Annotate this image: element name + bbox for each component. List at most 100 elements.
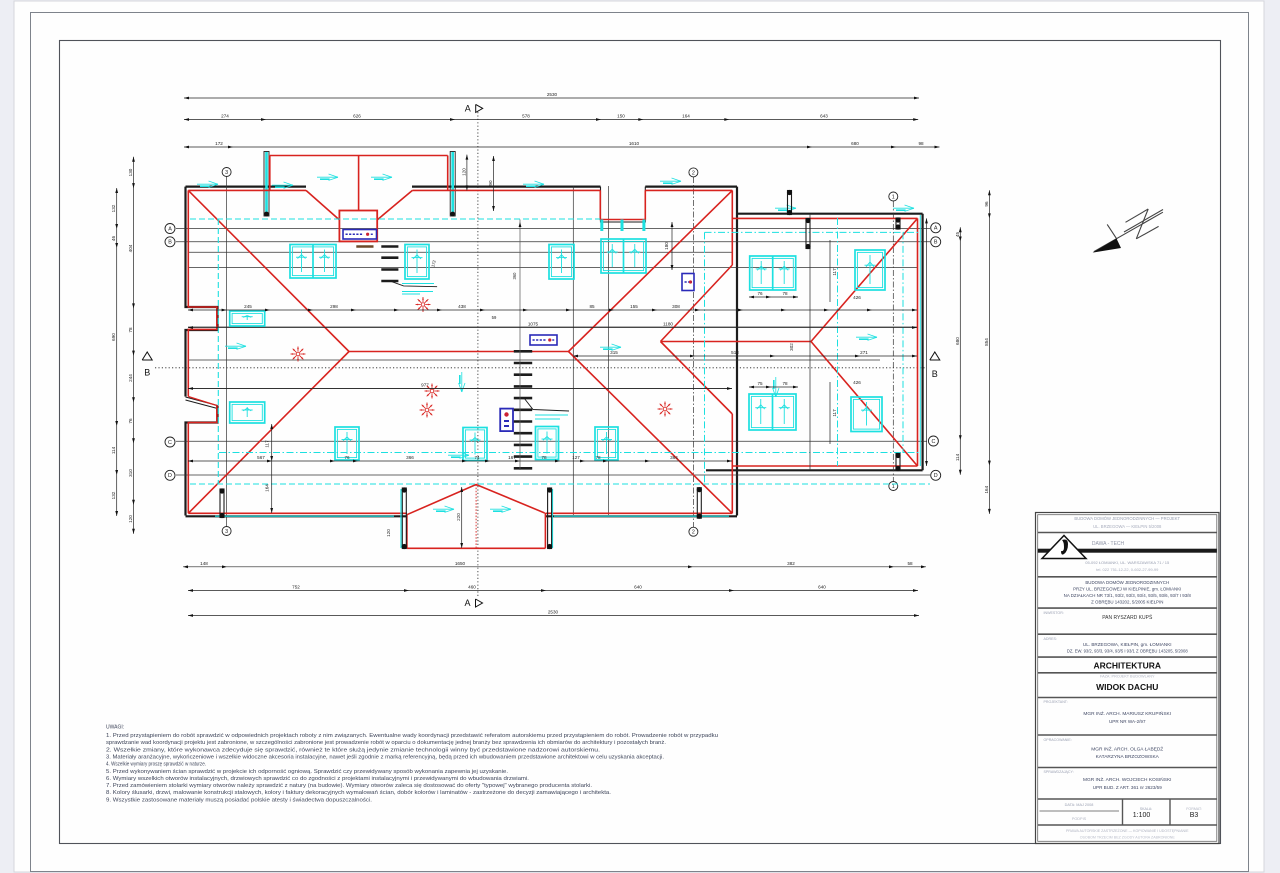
- svg-text:180: 180: [664, 242, 669, 250]
- svg-text:SPRAWDZAJĄCY:: SPRAWDZAJĄCY:: [1044, 770, 1074, 774]
- svg-text:120: 120: [461, 168, 466, 176]
- svg-text:BUDOWA DOMÓW JEDNORODZINNYCH: BUDOWA DOMÓW JEDNORODZINNYCH: [1085, 580, 1169, 585]
- svg-text:B: B: [144, 368, 150, 378]
- svg-text:76: 76: [757, 291, 763, 296]
- svg-text:FORMAT:: FORMAT:: [1186, 807, 1202, 811]
- svg-text:OPRACOWANIE:: OPRACOWANIE:: [1044, 738, 1072, 742]
- svg-text:PROJEKTANT:: PROJEKTANT:: [1044, 700, 1068, 704]
- svg-text:NA DZIAŁKACH NR 73/1, 93/2, 93: NA DZIAŁKACH NR 73/1, 93/2, 93/3, 93/4, …: [1064, 593, 1192, 598]
- svg-text:C: C: [168, 440, 172, 446]
- svg-text:298: 298: [330, 304, 338, 309]
- svg-text:76: 76: [128, 418, 133, 424]
- svg-text:8. Kolory ślusarki, drzwi, mal: 8. Kolory ślusarki, drzwi, malowanie kon…: [106, 790, 611, 796]
- svg-text:2530: 2530: [548, 610, 559, 615]
- svg-text:302: 302: [789, 343, 794, 351]
- svg-text:FAZA: PROJEKT BUDOWLANY: FAZA: PROJEKT BUDOWLANY: [1100, 675, 1155, 679]
- svg-text:78: 78: [128, 327, 133, 333]
- svg-text:PRZY UL. BRZEGOWEJ W KIEŁPINIE: PRZY UL. BRZEGOWEJ W KIEŁPINIE, gm. ŁOMI…: [1073, 587, 1181, 592]
- svg-text:117: 117: [265, 440, 270, 448]
- svg-text:1: 1: [892, 484, 895, 490]
- svg-text:245: 245: [244, 304, 252, 309]
- svg-text:117: 117: [832, 268, 837, 276]
- svg-text:1:100: 1:100: [1133, 812, 1151, 819]
- svg-text:45: 45: [955, 232, 960, 238]
- svg-text:127: 127: [572, 455, 580, 460]
- svg-text:155: 155: [630, 304, 638, 309]
- svg-text:85: 85: [589, 304, 595, 309]
- svg-text:ADRES:: ADRES:: [1044, 637, 1057, 641]
- svg-text:78: 78: [782, 291, 788, 296]
- svg-text:90: 90: [488, 180, 493, 186]
- svg-text:78: 78: [595, 455, 601, 460]
- svg-text:172: 172: [430, 259, 437, 268]
- svg-text:366: 366: [406, 455, 414, 460]
- svg-text:UPR NR WA-2/97: UPR NR WA-2/97: [1109, 719, 1146, 724]
- svg-text:5. Przed wykonywaniem ścian sp: 5. Przed wykonywaniem ścian sprawdzić w …: [106, 769, 508, 775]
- svg-text:382: 382: [787, 561, 795, 566]
- svg-text:2. Wszelkie zmiany, które wyko: 2. Wszelkie zmiany, które wykonawca zdec…: [106, 747, 600, 753]
- svg-text:167: 167: [508, 455, 516, 460]
- svg-text:PRAWA AUTORSKIE ZASTRZEŻONE —: PRAWA AUTORSKIE ZASTRZEŻONE — KOPIOWANIE…: [1066, 828, 1189, 833]
- svg-text:114: 114: [111, 446, 116, 454]
- svg-text:78: 78: [782, 381, 788, 386]
- svg-text:78: 78: [541, 455, 547, 460]
- svg-text:DZ. EW. 93/2, 93/3, 93/4, 93/5: DZ. EW. 93/2, 93/3, 93/4, 93/5 I 93/1 Z …: [1067, 649, 1188, 654]
- svg-text:C: C: [931, 439, 935, 445]
- svg-text:A: A: [168, 226, 172, 232]
- svg-text:98: 98: [918, 141, 924, 146]
- svg-text:KATARZYNA BRZOZOWSKA: KATARZYNA BRZOZOWSKA: [1096, 754, 1160, 760]
- svg-text:58: 58: [907, 561, 913, 566]
- svg-text:B3: B3: [1190, 812, 1199, 819]
- svg-text:132: 132: [111, 491, 116, 499]
- svg-text:SKALA:: SKALA:: [1140, 807, 1153, 811]
- svg-text:148: 148: [200, 561, 208, 566]
- svg-text:74: 74: [474, 455, 480, 460]
- svg-text:9. Wszystkie zastosowane mater: 9. Wszystkie zastosowane materiały muszą…: [106, 797, 372, 803]
- svg-text:1650: 1650: [455, 561, 466, 566]
- svg-text:B: B: [932, 369, 938, 379]
- svg-text:643: 643: [820, 114, 828, 119]
- svg-text:150: 150: [617, 114, 625, 119]
- svg-text:438: 438: [458, 304, 466, 309]
- svg-text:7. Przed zamówieniem stolarki: 7. Przed zamówieniem stolarki wymiary ot…: [106, 783, 592, 789]
- svg-text:310: 310: [128, 469, 133, 477]
- svg-text:UPR BUD. Z ART. 361 nr 2623/59: UPR BUD. Z ART. 361 nr 2623/59: [1093, 785, 1163, 790]
- svg-text:DAWA - TECH: DAWA - TECH: [1092, 541, 1125, 547]
- svg-text:1075: 1075: [528, 322, 539, 327]
- svg-text:114: 114: [955, 453, 960, 461]
- svg-text:977: 977: [421, 383, 429, 388]
- svg-text:3. Materiały aranżacyjne, wyko: 3. Materiały aranżacyjne, wykończeniowe …: [106, 754, 664, 760]
- svg-text:460: 460: [468, 585, 476, 590]
- svg-text:sprawdzanie wad koordynacji pr: sprawdzanie wad koordynacji projektu jes…: [106, 740, 666, 746]
- svg-text:6. Wymiary wszelkich otworów i: 6. Wymiary wszelkich otworów instalacyjn…: [106, 776, 529, 782]
- svg-text:567: 567: [257, 455, 265, 460]
- svg-text:MGR INŻ. ARCH. OLGA ŁABĘDŹ: MGR INŻ. ARCH. OLGA ŁABĘDŹ: [1091, 746, 1163, 753]
- svg-text:WIDOK DACHU: WIDOK DACHU: [1096, 682, 1158, 692]
- svg-text:120: 120: [128, 515, 133, 523]
- svg-text:1: 1: [892, 194, 895, 200]
- svg-text:1180: 1180: [663, 322, 673, 327]
- svg-text:ARCHITEKTURA: ARCHITEKTURA: [1093, 661, 1161, 671]
- svg-text:UWAGI:: UWAGI:: [106, 725, 124, 731]
- svg-text:A: A: [465, 103, 471, 113]
- svg-text:INWESTOR:: INWESTOR:: [1044, 611, 1064, 615]
- svg-text:426: 426: [853, 380, 861, 385]
- svg-text:3: 3: [225, 529, 228, 535]
- svg-text:96: 96: [984, 201, 989, 207]
- svg-text:164: 164: [682, 114, 690, 119]
- svg-text:76: 76: [344, 455, 350, 460]
- svg-text:640: 640: [634, 585, 642, 590]
- svg-text:BUDOWA DOMÓW JEDNORODZINNYCH —: BUDOWA DOMÓW JEDNORODZINNYCH — PROJEKT: [1074, 516, 1180, 521]
- svg-text:164: 164: [984, 485, 989, 493]
- svg-text:271: 271: [860, 350, 868, 355]
- svg-text:MGR INŻ. ARCH. MARIUSZ KRUPIŃS: MGR INŻ. ARCH. MARIUSZ KRUPIŃSKI: [1083, 710, 1171, 717]
- svg-text:360: 360: [512, 272, 517, 280]
- svg-text:640: 640: [818, 585, 826, 590]
- svg-text:274: 274: [221, 114, 229, 119]
- svg-text:220: 220: [456, 513, 461, 521]
- svg-text:130: 130: [128, 168, 133, 176]
- svg-text:690: 690: [111, 333, 116, 341]
- svg-text:578: 578: [522, 114, 530, 119]
- svg-text:2: 2: [692, 170, 695, 176]
- svg-text:2530: 2530: [547, 92, 558, 97]
